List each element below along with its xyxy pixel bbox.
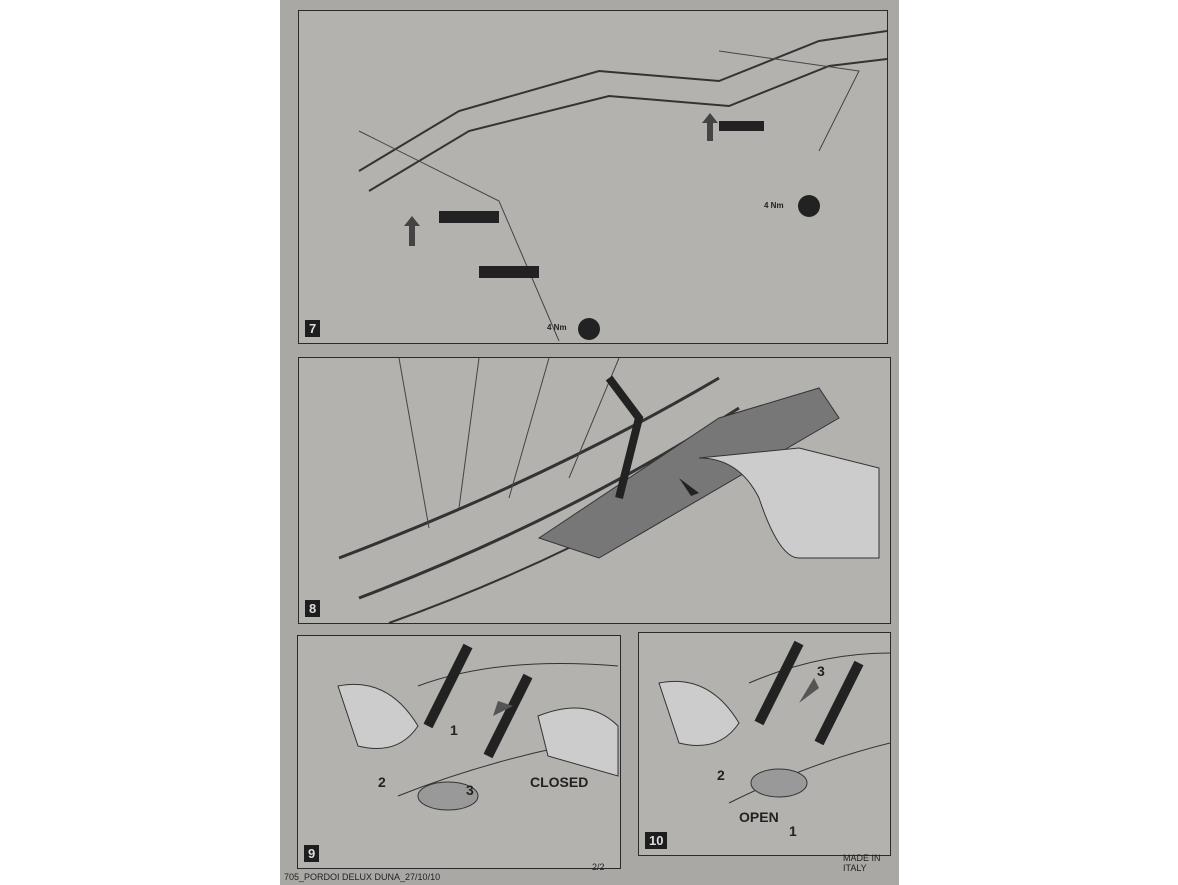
closing-lever-illustration — [337, 643, 619, 811]
origin-label: MADE IN ITALY — [843, 853, 881, 873]
step-7-panel: 4 Nm 4 Nm 7 — [298, 10, 888, 344]
document-code: 705_PORDOI DELUX DUNA_27/10/10 — [284, 872, 441, 882]
step-label: 2 — [717, 767, 725, 783]
step-label: 2 — [378, 774, 386, 790]
step-10-panel: 3 2 1 OPEN 10 — [638, 632, 891, 856]
torque-label: 4 Nm — [547, 323, 567, 332]
step-number: 8 — [305, 600, 321, 617]
wheel-strap-illustration — [338, 358, 880, 623]
torque-label: 4 Nm — [764, 201, 784, 210]
opening-lever-illustration — [658, 640, 890, 804]
step-label: 1 — [450, 722, 458, 738]
step-9-panel: 1 2 3 CLOSED 9 — [297, 635, 621, 869]
step-label: 1 — [789, 823, 797, 839]
roof-rack-mounting-illustration — [358, 30, 887, 342]
step-number: 9 — [304, 845, 320, 862]
step-label: 3 — [466, 782, 474, 798]
step-label: 3 — [817, 663, 825, 679]
lever-state-label: CLOSED — [530, 774, 589, 790]
instruction-page: 4 Nm 4 Nm 7 8 1 2 3 CLOSED — [280, 0, 899, 885]
lever-state-label: OPEN — [739, 809, 779, 825]
step-number: 10 — [645, 832, 668, 849]
step-8-panel: 8 — [298, 357, 891, 624]
page-number: 2/2 — [592, 862, 605, 872]
step-number: 7 — [305, 320, 321, 337]
